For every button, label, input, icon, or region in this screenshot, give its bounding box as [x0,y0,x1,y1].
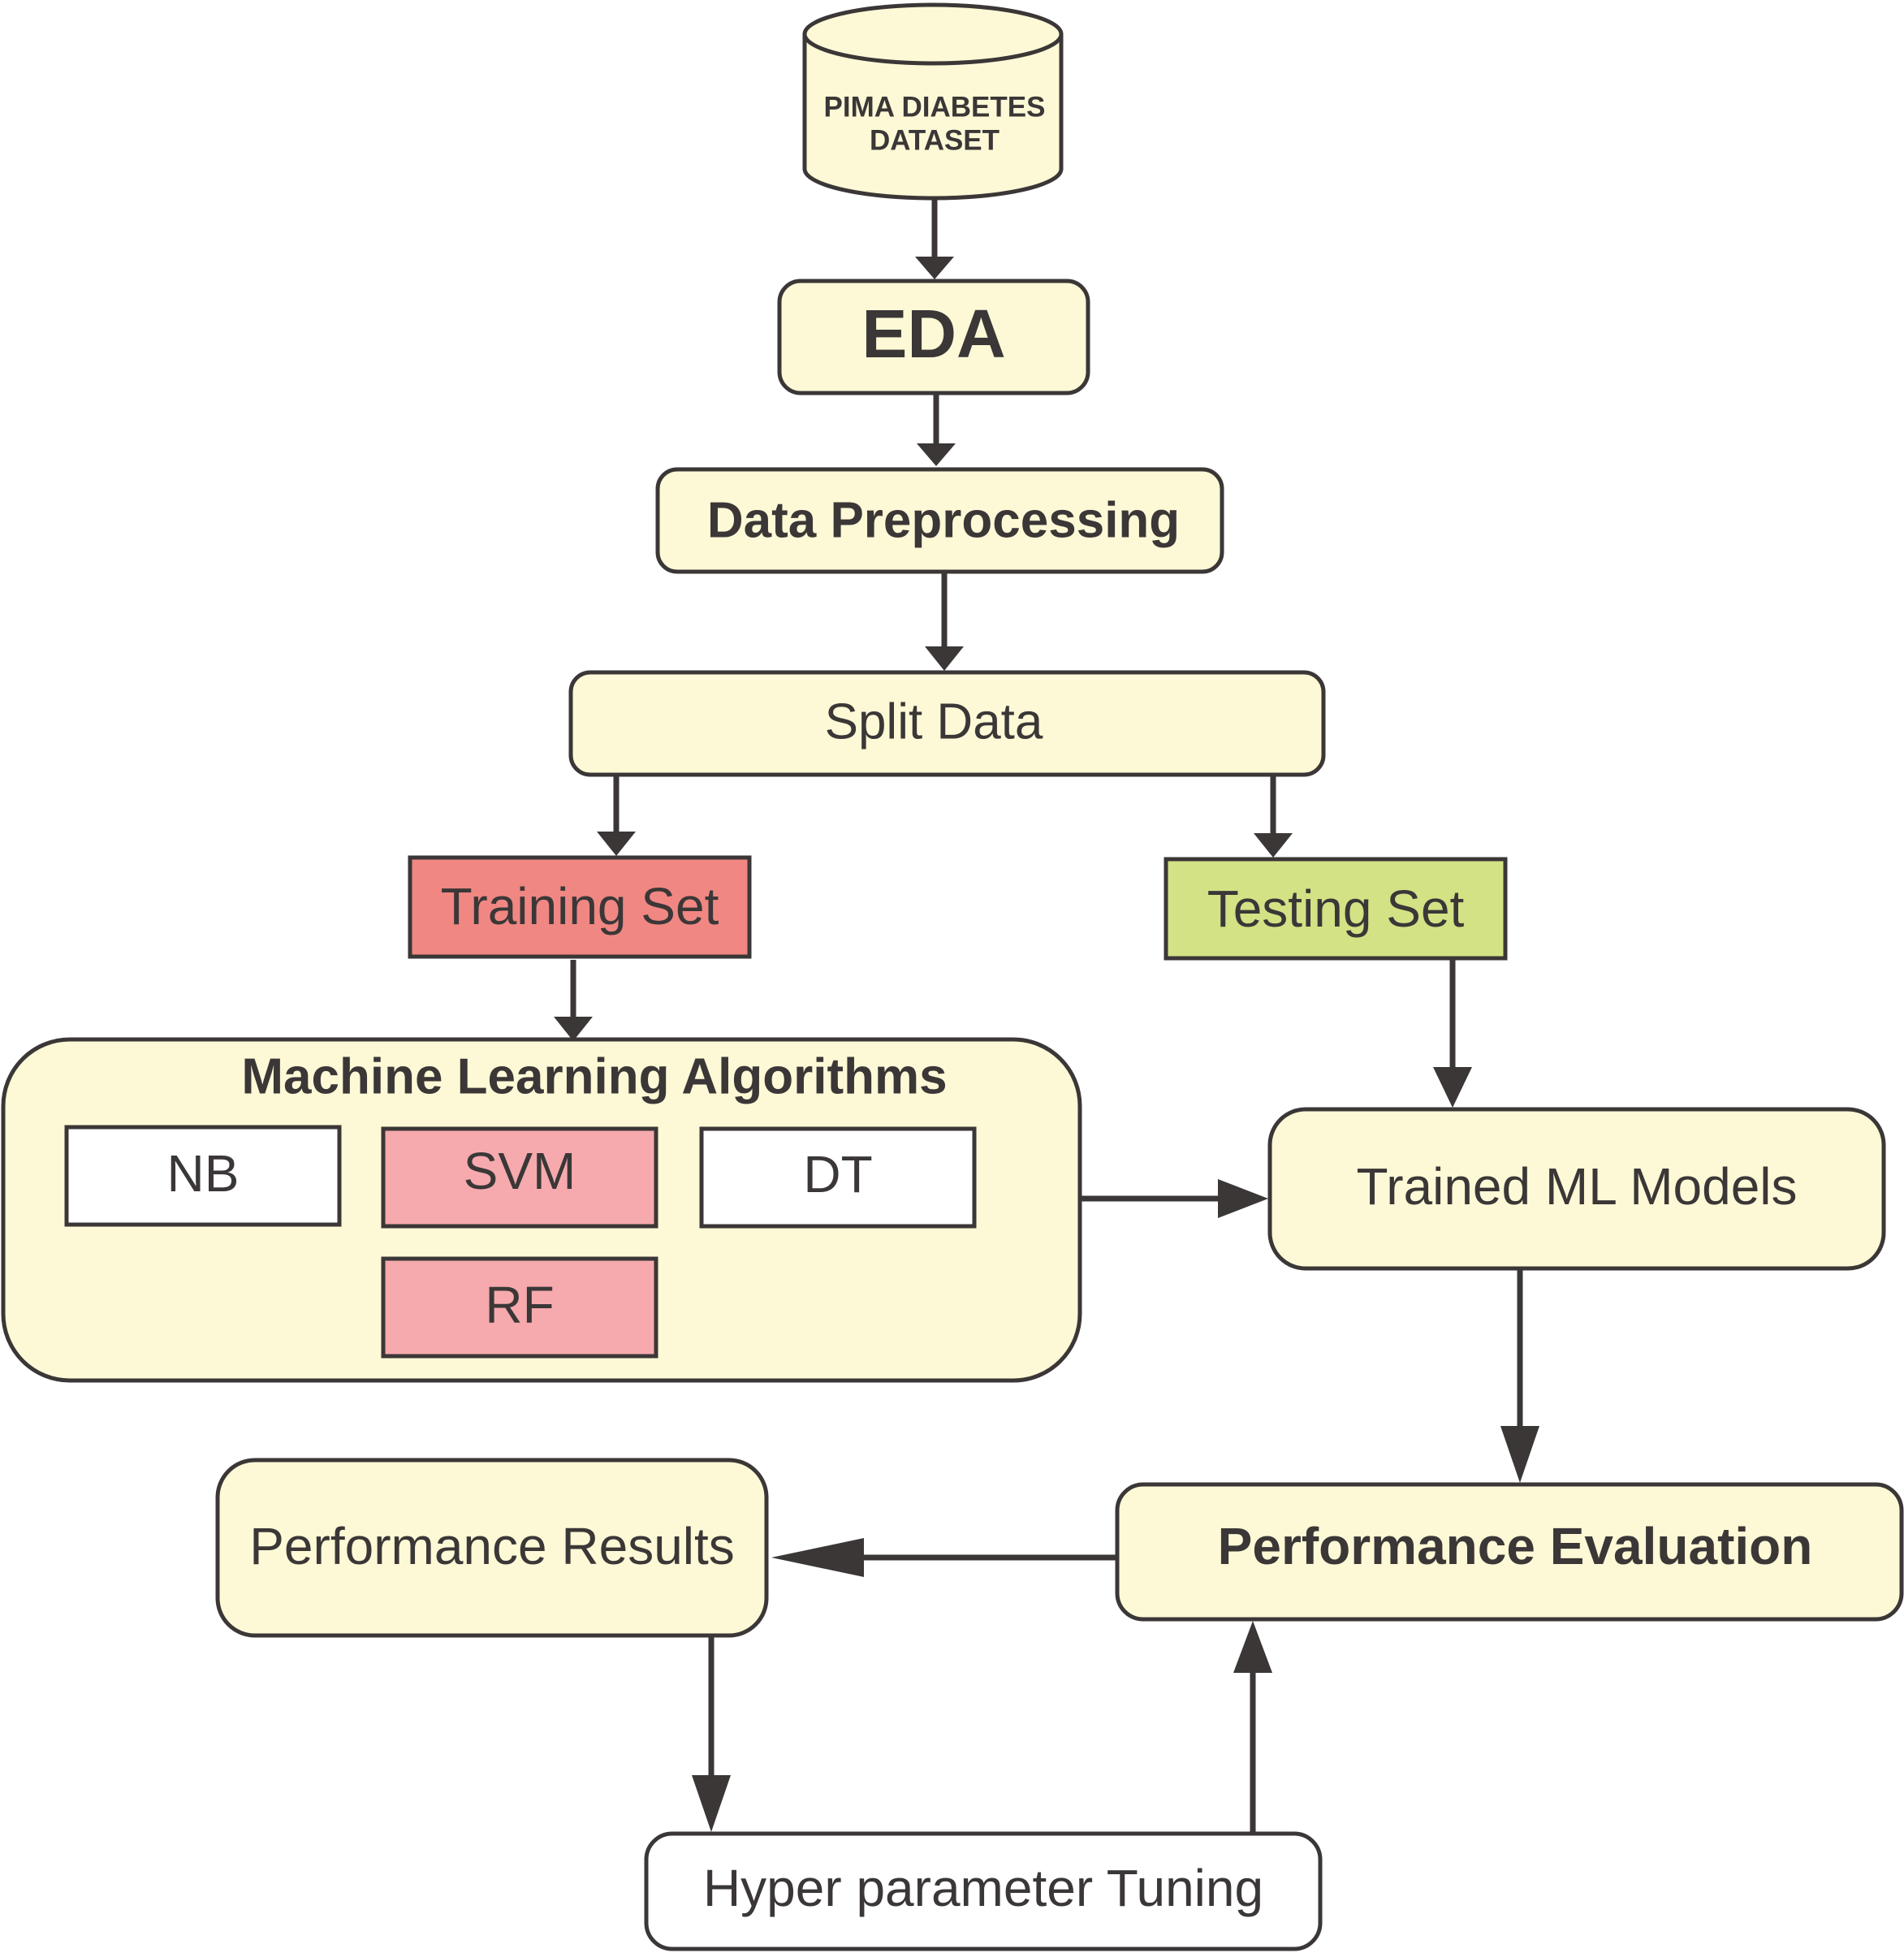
algorithm-label-svm: SVM [464,1142,576,1200]
tuning-label: Hyper parameter Tuning [703,1859,1263,1917]
arrowhead [597,832,636,856]
preprocessing-node: Data Preprocessing [655,467,1224,574]
algorithm-box-dt [699,1126,977,1229]
training-box [408,855,752,959]
arrowhead [771,1538,864,1577]
eda-box [777,279,1090,395]
cylinder-body [802,34,1064,201]
dataset-label-line2: DATASET [870,124,999,156]
dataset-label-line1: PIMA DIABETES [824,91,1046,123]
split-label: Split Data [825,693,1043,750]
training-label: Training Set [441,877,719,935]
arrowhead [692,1775,731,1832]
algorithm-label-nb: NB [167,1144,240,1203]
results-label: Performance Results [249,1517,735,1575]
eda-node: EDA [777,279,1090,395]
trained-node: Trained ML Models [1267,1107,1886,1271]
trained-label: Trained ML Models [1356,1157,1797,1216]
algorithm-label-rf: RF [485,1276,554,1334]
arrowhead [1254,833,1293,858]
testing-box [1164,857,1508,961]
ml-group-title: Machine Learning Algorithms [241,1048,947,1104]
tuning-box [644,1831,1323,1951]
evaluation-node: Performance Evaluation [1115,1482,1904,1622]
evaluation-box [1115,1482,1904,1622]
arrowhead [554,1017,593,1041]
training-node: Training Set [408,855,752,959]
algorithm-box-nb [64,1125,342,1227]
connectors [554,197,1539,1832]
algorithm-box-svm [381,1126,658,1229]
algorithm-label-dt: DT [803,1145,872,1203]
ml-algorithms-group: Machine Learning Algorithms NB SVM DT RF [1,1037,1082,1383]
arrowhead [925,646,964,671]
split-box [568,670,1326,777]
algorithm-box-rf [381,1256,658,1359]
results-box [215,1458,769,1638]
eda-label: EDA [861,296,1005,372]
arrowhead [915,257,954,279]
tuning-node: Hyper parameter Tuning [644,1831,1323,1951]
preprocessing-box [655,467,1224,574]
arrowhead [1218,1179,1268,1218]
split-node: Split Data [568,670,1326,777]
cylinder-top [802,2,1064,66]
results-node: Performance Results [215,1458,769,1638]
testing-node: Testing Set [1164,857,1508,961]
arrowhead [1433,1067,1472,1108]
testing-label: Testing Set [1207,879,1465,938]
evaluation-label: Performance Evaluation [1218,1517,1813,1575]
arrowhead [1233,1621,1272,1673]
arrowhead [917,443,956,466]
arrowhead [1500,1426,1539,1483]
trained-box [1267,1107,1886,1271]
preprocessing-label: Data Preprocessing [707,492,1180,548]
dataset-cylinder: PIMA DIABETES DATASET [802,2,1064,201]
